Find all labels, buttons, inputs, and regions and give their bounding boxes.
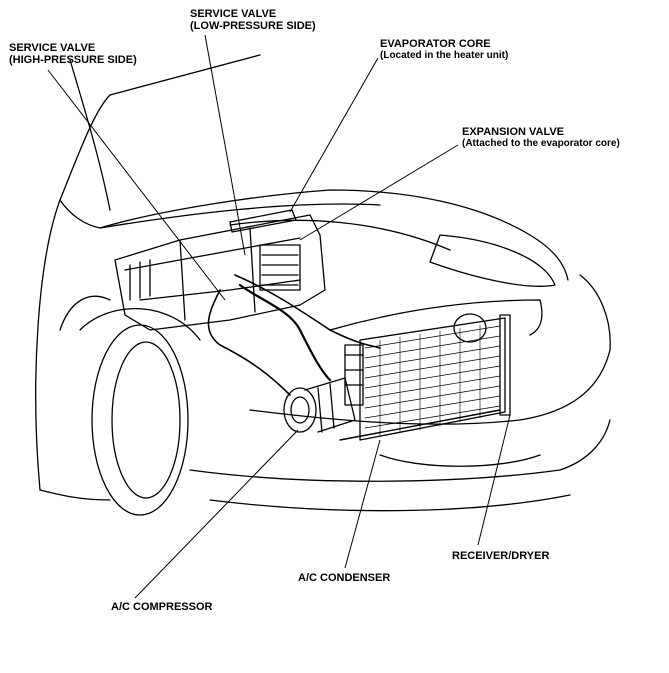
liquid-line <box>234 274 381 349</box>
leader-ac-compressor <box>134 429 299 599</box>
fog-recess <box>379 454 541 467</box>
label-ac-condenser: A/C CONDENSER <box>298 572 390 584</box>
label-expansion-valve-title: EXPANSION VALVE <box>462 126 565 138</box>
label-receiver-dryer: RECEIVER/DRYER <box>452 550 549 562</box>
label-service-valve-low-sub: (LOW-PRESSURE SIDE) <box>190 20 316 32</box>
wheel-arch <box>79 307 201 341</box>
front-fascia <box>249 274 611 425</box>
label-expansion-valve-sub: (Attached to the evaporator core) <box>462 138 620 149</box>
label-service-valve-high-sub: (HIGH-PRESSURE SIDE) <box>9 54 137 66</box>
windshield-outline <box>35 94 111 491</box>
label-service-valve-low: SERVICE VALVE (LOW-PRESSURE SIDE) <box>190 8 316 32</box>
windshield-inner <box>69 59 111 211</box>
compressor <box>283 344 364 433</box>
condenser <box>359 314 511 441</box>
roof-line <box>109 54 261 96</box>
label-service-valve-low-title: SERVICE VALVE <box>190 8 277 20</box>
suction-line <box>238 283 332 382</box>
bumper-lower <box>189 419 611 482</box>
label-expansion-valve: EXPANSION VALVE (Attached to the evapora… <box>462 126 620 150</box>
label-ac-compressor: A/C COMPRESSOR <box>111 601 212 613</box>
heater-unit <box>114 209 326 331</box>
hood-crease <box>229 219 451 251</box>
a-pillar-line <box>59 199 101 229</box>
leader-expansion-valve <box>299 144 459 241</box>
headlight <box>429 234 556 287</box>
label-service-valve-high: SERVICE VALVE (HIGH-PRESSURE SIDE) <box>9 42 137 66</box>
leader-receiver-dryer <box>477 414 511 546</box>
leader-service-valve-low <box>204 34 246 256</box>
fender-outline <box>59 295 111 331</box>
label-evaporator-core-sub: (Located in the heater unit) <box>380 50 509 61</box>
label-service-valve-high-title: SERVICE VALVE <box>9 42 96 54</box>
grille-emblem <box>453 313 487 343</box>
label-ac-compressor-title: A/C COMPRESSOR <box>111 601 213 613</box>
label-evaporator-core: EVAPORATOR CORE (Located in the heater u… <box>380 38 508 62</box>
leader-ac-condenser <box>344 439 381 569</box>
discharge-line <box>207 289 291 396</box>
leader-service-valve-high <box>47 69 226 301</box>
label-receiver-dryer-title: RECEIVER/DRYER <box>452 550 550 562</box>
cowl-line <box>99 203 381 229</box>
hood-outline <box>99 189 569 281</box>
body-side <box>39 489 111 501</box>
label-evaporator-core-title: EVAPORATOR CORE <box>380 38 491 50</box>
front-wheel-inner <box>111 341 181 499</box>
grille-frame <box>329 299 543 336</box>
bumper-bottom <box>209 494 571 512</box>
label-ac-condenser-title: A/C CONDENSER <box>298 572 391 584</box>
front-wheel <box>91 324 189 516</box>
leader-evaporator-core <box>289 57 379 213</box>
